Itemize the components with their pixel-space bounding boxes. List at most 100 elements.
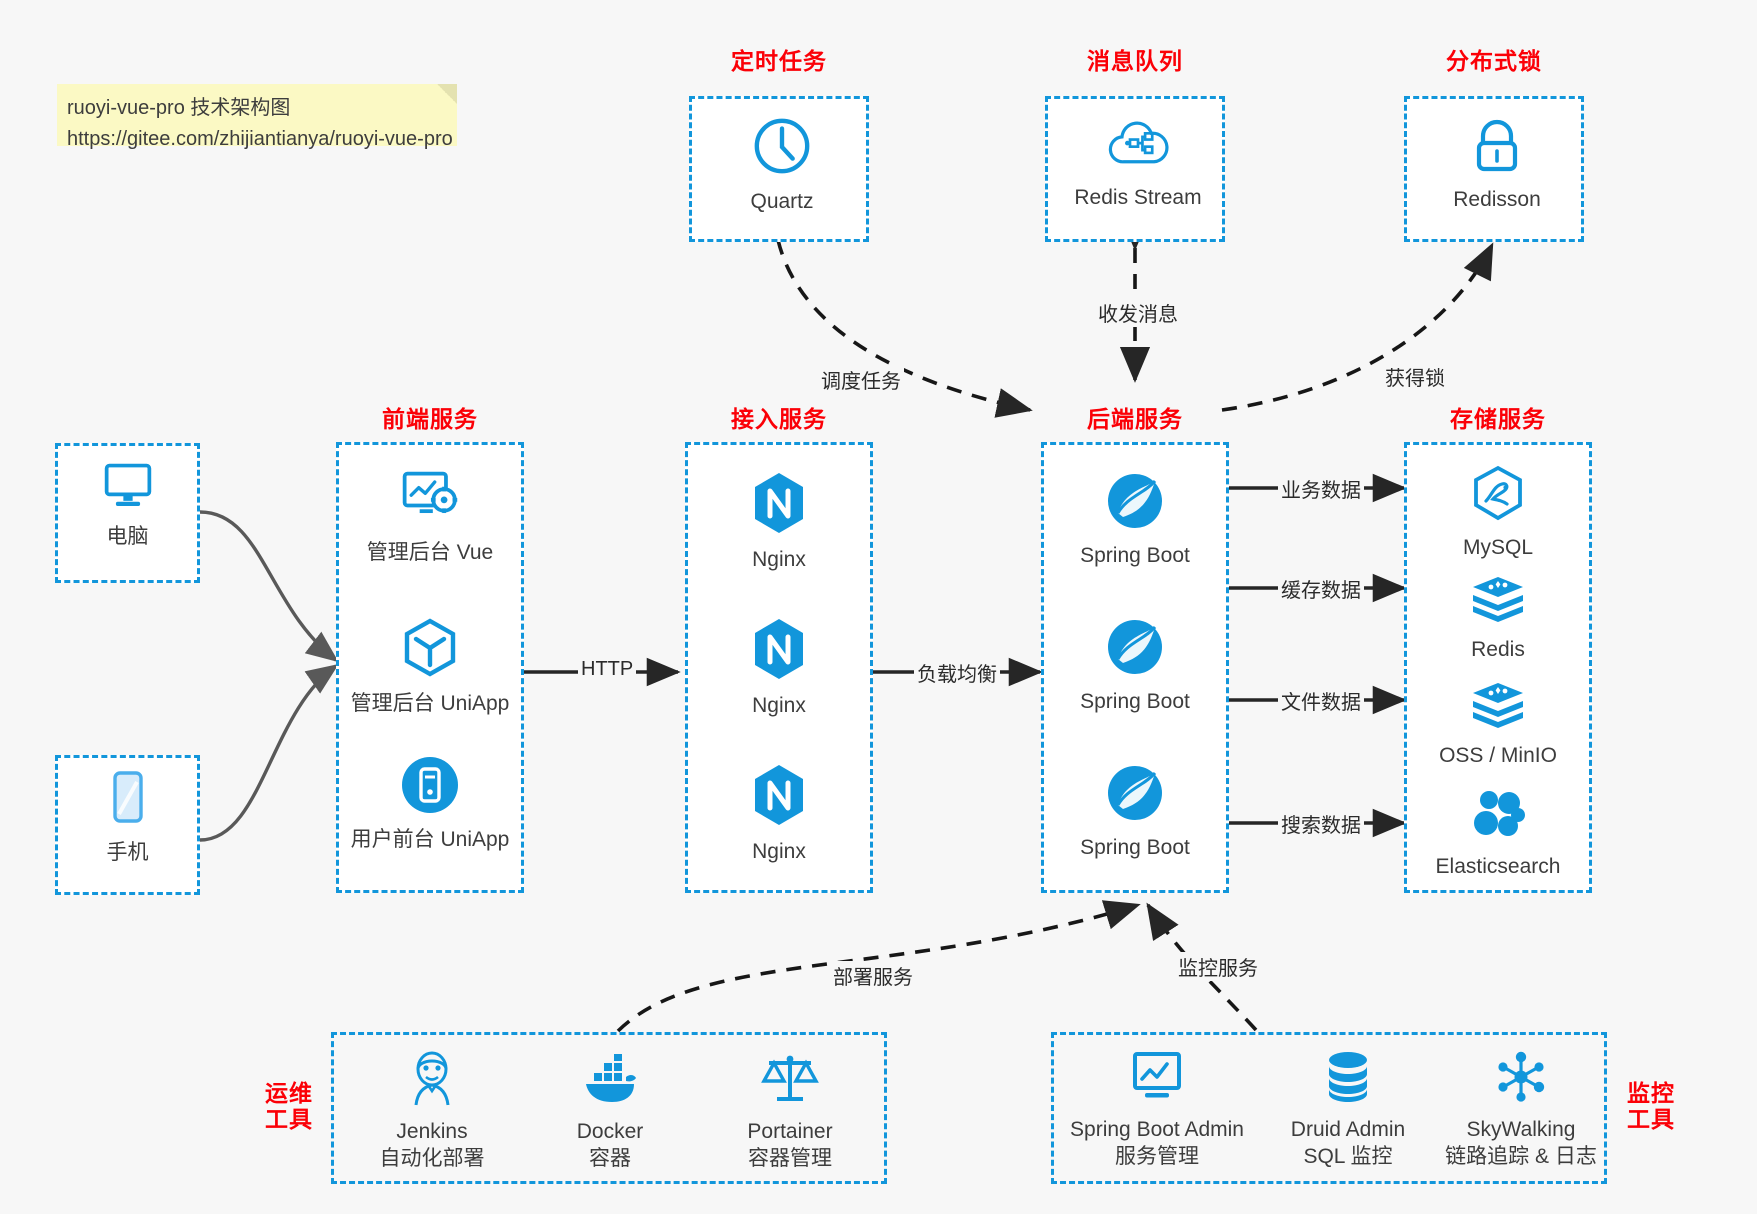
node-label: 管理后台 Vue <box>366 541 494 564</box>
dashboard-icon <box>399 468 461 533</box>
node-label: Elasticsearch <box>1435 855 1561 878</box>
node-spring-boot-3[interactable]: Spring Boot <box>1044 763 1226 861</box>
app-icon <box>400 755 460 820</box>
group-frontend: 管理后台 Vue 管理后台 UniApp 用户前台 UniApp <box>336 442 524 893</box>
node-redis-stream[interactable]: Redis Stream <box>1048 115 1228 211</box>
group-title-mq: 消息队列 <box>1087 48 1183 74</box>
node-nginx-2[interactable]: Nginx <box>688 617 870 719</box>
node-spring-boot-1[interactable]: Spring Boot <box>1044 471 1226 569</box>
nginx-icon <box>750 617 808 686</box>
network-icon <box>1492 1049 1550 1110</box>
edge-get-lock <box>1221 242 1494 412</box>
node-elasticsearch[interactable]: Elasticsearch <box>1407 788 1589 880</box>
node-quartz[interactable]: Quartz <box>692 115 872 215</box>
node-docker[interactable]: Docker 容器 <box>530 1049 690 1173</box>
group-title-backend: 后端服务 <box>1087 406 1183 432</box>
edge-schedule-task <box>776 239 1033 418</box>
node-nginx-3[interactable]: Nginx <box>688 763 870 865</box>
spring-icon <box>1105 763 1165 828</box>
node-admin-vue[interactable]: 管理后台 Vue <box>339 468 521 566</box>
node-sublabel: 服务管理 <box>1115 1145 1199 1169</box>
node-sublabel: 自动化部署 <box>379 1147 485 1171</box>
group-monitor: Spring Boot Admin 服务管理 Druid Admin SQL 监… <box>1051 1032 1607 1184</box>
node-label: Nginx <box>752 694 806 717</box>
node-sublabel: 容器管理 <box>748 1147 832 1171</box>
edge-phone-to-frontend <box>199 664 339 842</box>
docker-icon <box>580 1049 640 1112</box>
edge-label-mq-io: 收发消息 <box>1095 298 1181 327</box>
node-sublabel: SQL 监控 <box>1303 1145 1393 1169</box>
node-label: Nginx <box>752 548 806 571</box>
node-label: Portainer <box>747 1120 833 1143</box>
group-title-scheduler: 定时任务 <box>731 48 827 74</box>
group-scheduler: Quartz <box>689 96 869 242</box>
group-title-gateway: 接入服务 <box>731 406 827 432</box>
redis-icon <box>1469 573 1527 630</box>
cloud-stream-icon <box>1106 115 1170 178</box>
group-title-storage: 存储服务 <box>1450 406 1546 432</box>
group-storage: MySQL Redis OS <box>1404 442 1592 893</box>
node-druid-admin[interactable]: Druid Admin SQL 监控 <box>1268 1049 1428 1171</box>
node-redisson[interactable]: Redisson <box>1407 115 1587 213</box>
group-devops: Jenkins 自动化部署 Docker 容器 <box>331 1032 887 1184</box>
node-label: Redis Stream <box>1074 186 1202 209</box>
node-user-uniapp[interactable]: 用户前台 UniApp <box>339 755 521 853</box>
title-note: ruoyi-vue-pro 技术架构图 https://gitee.com/zh… <box>57 84 457 150</box>
node-label: OSS / MinIO <box>1439 744 1557 767</box>
edge-label-load-balance: 负载均衡 <box>914 658 1000 687</box>
node-label: Quartz <box>750 190 814 213</box>
redis-icon <box>1469 679 1527 736</box>
spring-icon <box>1105 617 1165 682</box>
edge-pc-to-frontend <box>199 510 339 663</box>
node-oss-minio[interactable]: OSS / MinIO <box>1407 679 1589 769</box>
node-label: Redis <box>1471 638 1525 661</box>
note-line-2: https://gitee.com/zhijiantianya/ruoyi-vu… <box>67 128 453 150</box>
edge-label-cache-data: 缓存数据 <box>1278 574 1364 603</box>
node-spring-boot-admin[interactable]: Spring Boot Admin 服务管理 <box>1062 1049 1252 1171</box>
node-spring-boot-2[interactable]: Spring Boot <box>1044 617 1226 715</box>
spring-icon <box>1105 471 1165 536</box>
nginx-icon <box>750 471 808 540</box>
jenkins-icon <box>404 1049 460 1112</box>
group-lock: Redisson <box>1404 96 1584 242</box>
node-portainer[interactable]: Portainer 容器管理 <box>710 1049 870 1173</box>
clock-icon <box>751 115 813 182</box>
node-redis[interactable]: Redis <box>1407 573 1589 663</box>
node-skywalking[interactable]: SkyWalking 链路追踪 & 日志 <box>1432 1049 1610 1171</box>
node-pc[interactable]: 电脑 <box>58 460 197 550</box>
node-label: Spring Boot <box>1080 836 1190 859</box>
node-label: Jenkins <box>396 1120 468 1143</box>
group-title-monitor-line2: 工具 <box>1627 1106 1675 1133</box>
edge-label-http: HTTP <box>578 658 637 681</box>
mobile-icon <box>106 770 150 833</box>
node-label: Docker <box>576 1120 644 1143</box>
node-admin-uniapp[interactable]: 管理后台 UniApp <box>339 617 521 717</box>
lock-icon <box>1468 115 1526 180</box>
group-title-devops-line1: 运维 <box>265 1080 313 1106</box>
node-label: Druid Admin <box>1290 1118 1406 1141</box>
nginx-icon <box>750 763 808 832</box>
node-nginx-1[interactable]: Nginx <box>688 471 870 573</box>
node-label: Spring Boot Admin <box>1070 1118 1244 1141</box>
group-title-devops-line2: 工具 <box>265 1106 313 1133</box>
desktop-icon <box>100 460 156 517</box>
node-sublabel: 链路追踪 & 日志 <box>1445 1145 1597 1169</box>
group-title-monitor-line1: 监控 <box>1627 1080 1675 1106</box>
group-backend: Spring Boot Spring Boot Spring Boot <box>1041 442 1229 893</box>
group-title-monitor: 监控 工具 <box>1620 1080 1682 1133</box>
node-mysql[interactable]: MySQL <box>1407 465 1589 561</box>
node-label: SkyWalking <box>1466 1118 1576 1141</box>
node-label: Redisson <box>1453 188 1541 211</box>
database-icon <box>1321 1049 1375 1110</box>
edge-label-file-data: 文件数据 <box>1278 686 1364 715</box>
group-gateway: Nginx Nginx Nginx <box>685 442 873 893</box>
edge-label-get-lock: 获得锁 <box>1382 362 1448 391</box>
cube-icon <box>401 617 459 684</box>
edge-label-search-data: 搜索数据 <box>1278 809 1364 838</box>
node-jenkins[interactable]: Jenkins 自动化部署 <box>352 1049 512 1173</box>
note-fold-corner <box>437 84 457 104</box>
node-label: 电脑 <box>106 525 149 548</box>
scales-icon <box>761 1049 819 1112</box>
node-phone[interactable]: 手机 <box>58 770 197 866</box>
node-label: 手机 <box>106 841 149 864</box>
